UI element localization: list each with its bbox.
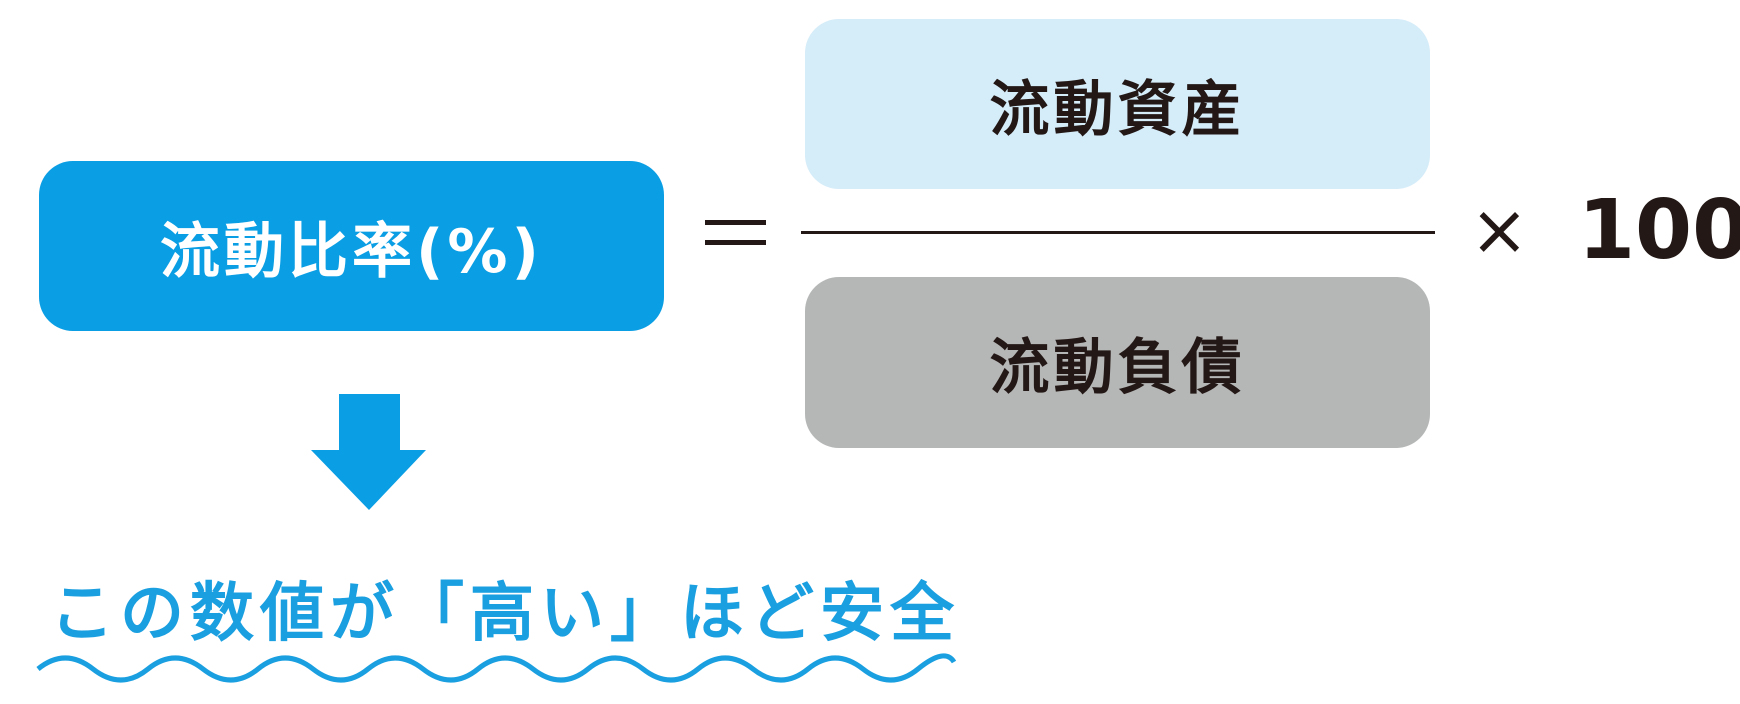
multiply-sign: × (1470, 189, 1529, 271)
multiplier-value: 100 (1578, 183, 1740, 278)
wavy-underline (36, 653, 957, 683)
current-ratio-label: 流動比率(%) (160, 216, 543, 287)
equals-bar-bottom (705, 240, 766, 245)
down-arrow-icon (311, 394, 426, 510)
denominator-box: 流動負債 (805, 277, 1430, 448)
numerator-label: 流動資産 (989, 74, 1246, 145)
fraction-line (801, 231, 1435, 234)
denominator-label: 流動負債 (989, 333, 1246, 403)
conclusion-text: この数値が「高い」ほど安全 (50, 577, 960, 651)
numerator-box: 流動資産 (805, 19, 1430, 189)
current-ratio-box: 流動比率(%) (39, 161, 664, 331)
equals-bar-top (705, 220, 766, 225)
